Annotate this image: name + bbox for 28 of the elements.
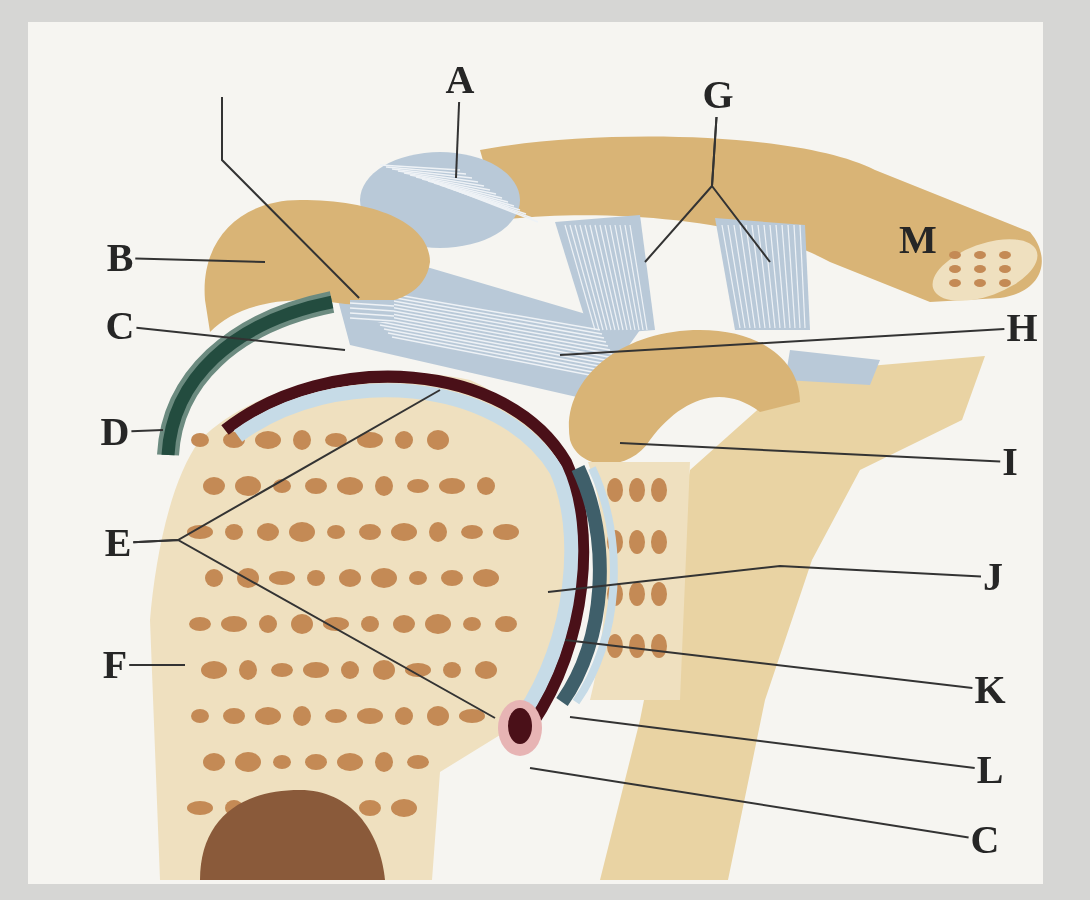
leader-line xyxy=(221,96,361,299)
callout-letter: M xyxy=(899,220,937,260)
leader-line xyxy=(529,767,970,839)
leader-line xyxy=(569,716,976,770)
callout-letter: A xyxy=(445,60,475,100)
callout-letter: D xyxy=(100,412,130,452)
leader-line xyxy=(132,539,496,719)
leader-line xyxy=(135,326,346,351)
callout-letter: C xyxy=(970,820,1000,860)
leader-line xyxy=(455,101,461,179)
callout-letter: B xyxy=(106,238,134,278)
leader-line xyxy=(564,639,974,689)
callout-letter: H xyxy=(1006,308,1038,348)
callout-letter: J xyxy=(983,557,1003,597)
callout-letter: L xyxy=(976,750,1004,790)
leader-line xyxy=(547,565,982,593)
callout-letter: G xyxy=(702,75,734,115)
leader-line xyxy=(559,328,1006,356)
leader-line xyxy=(130,429,164,433)
callout-letter: I xyxy=(1002,442,1018,482)
callout-letter: K xyxy=(974,670,1006,710)
leader-line xyxy=(134,257,266,263)
leader-line xyxy=(128,664,186,666)
callout-letter: E xyxy=(104,523,132,563)
callout-letter: C xyxy=(105,306,135,346)
callout-letter: F xyxy=(102,645,128,685)
leader-line xyxy=(710,116,771,263)
leader-line xyxy=(619,442,1002,463)
